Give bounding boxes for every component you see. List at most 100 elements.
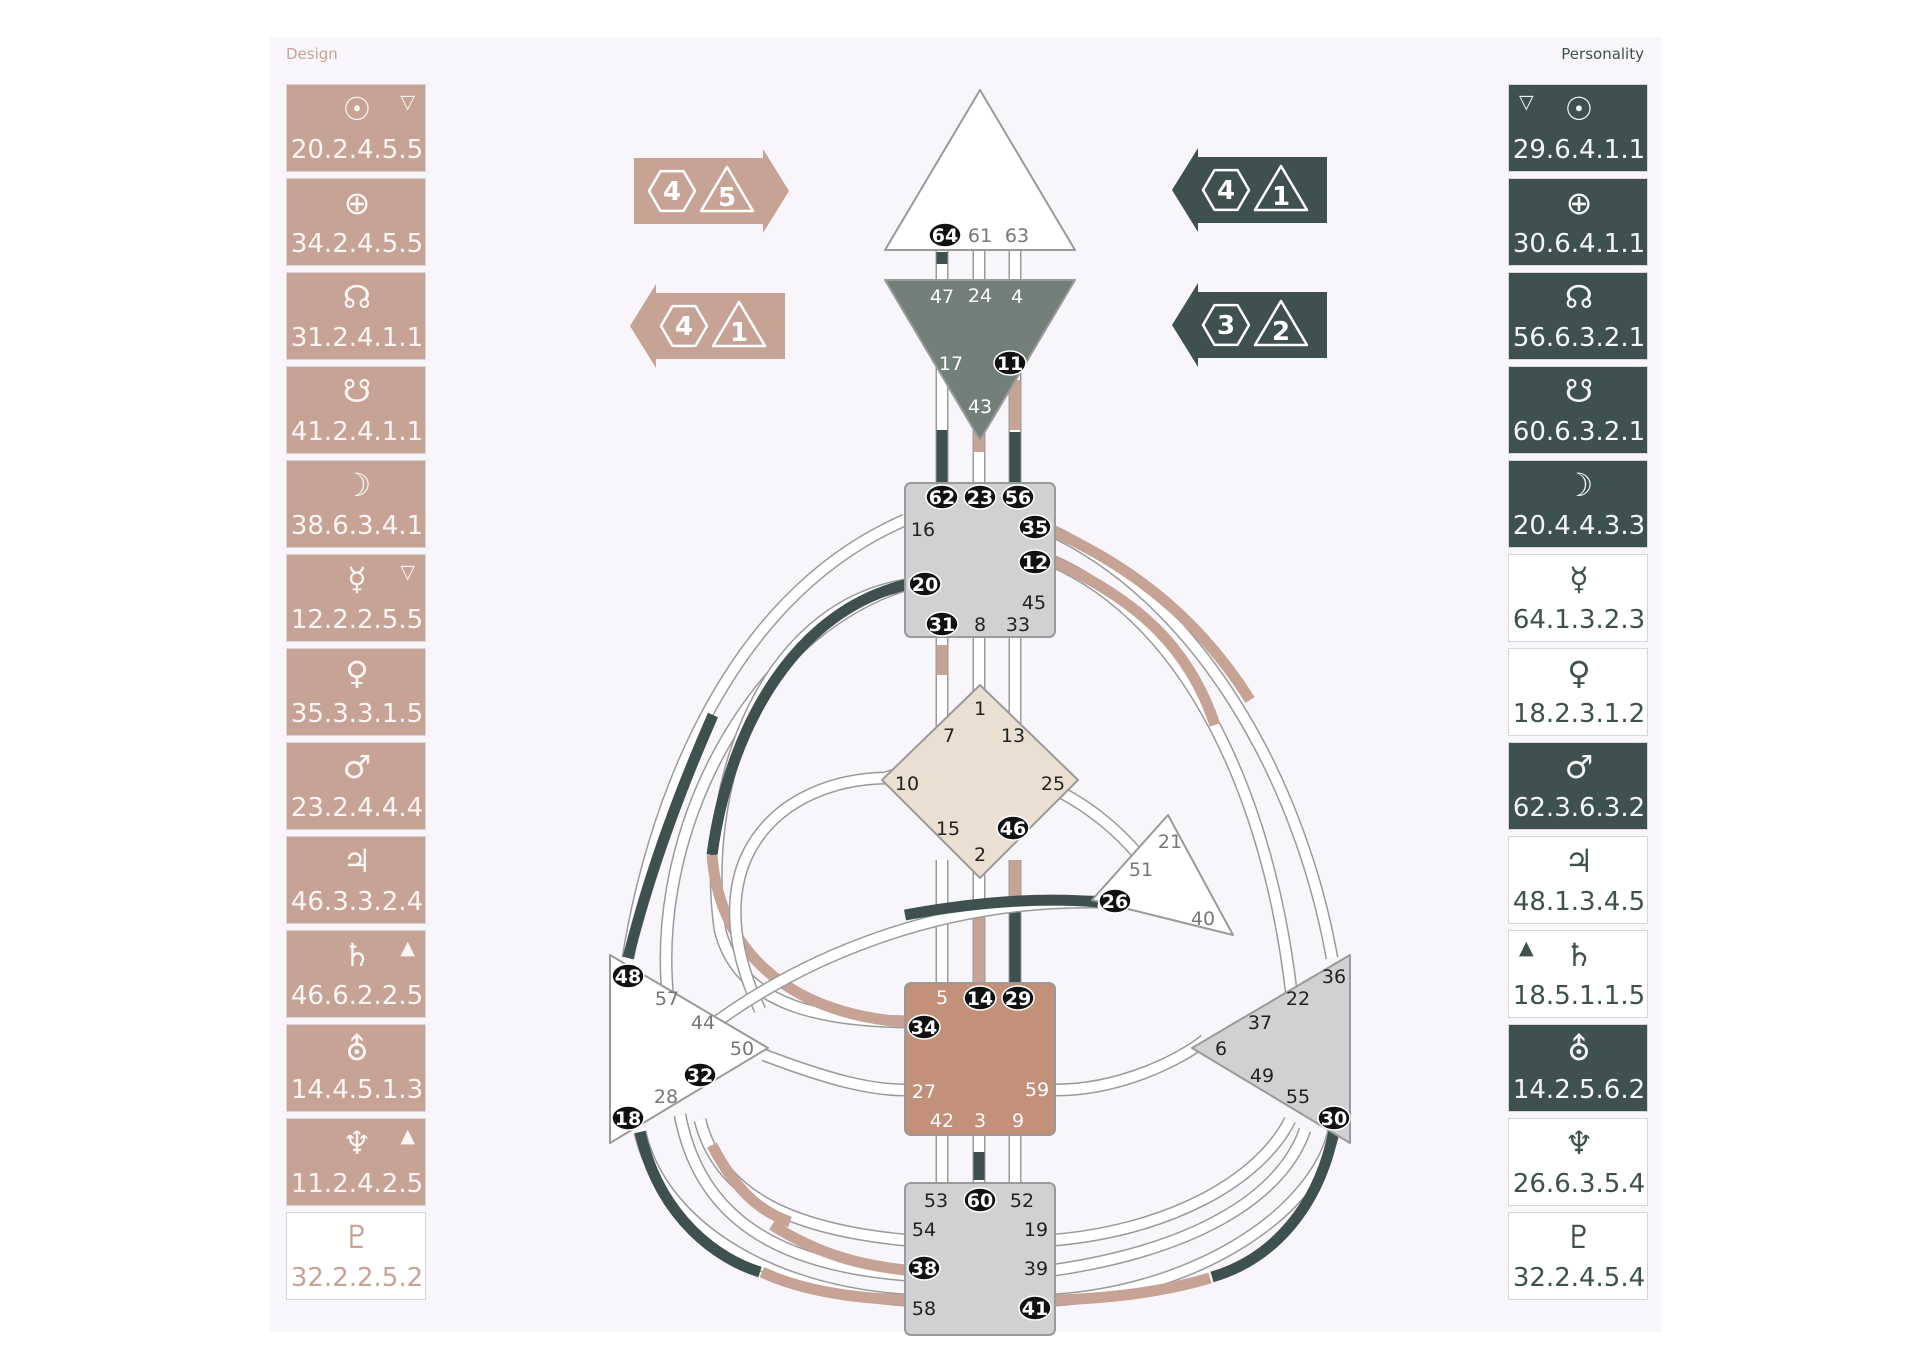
gate-50[interactable]: 50 [730, 1038, 754, 1060]
gate-49[interactable]: 49 [1250, 1065, 1274, 1087]
gate-11[interactable]: 11 [993, 350, 1027, 376]
gate-28[interactable]: 28 [654, 1086, 678, 1108]
gate-10[interactable]: 10 [895, 773, 919, 795]
personality-planet-pluto[interactable]: ♇32.2.4.5.4 [1508, 1212, 1648, 1300]
personality-planet-jupiter[interactable]: ♃48.1.3.4.5 [1508, 836, 1648, 924]
design-planet-earth[interactable]: ⊕34.2.4.5.5 [286, 178, 426, 266]
gate-2[interactable]: 2 [974, 844, 986, 866]
gate-18[interactable]: 18 [611, 1105, 645, 1131]
gate-33[interactable]: 33 [1006, 614, 1030, 636]
gate-14[interactable]: 14 [963, 985, 997, 1011]
gate-42[interactable]: 42 [930, 1110, 954, 1132]
gate-37[interactable]: 37 [1248, 1012, 1272, 1034]
personality-planet-venus[interactable]: ♀18.2.3.1.2 [1508, 648, 1648, 736]
gate-54[interactable]: 54 [912, 1219, 936, 1241]
gate-17[interactable]: 17 [939, 353, 963, 375]
gate-34[interactable]: 34 [907, 1014, 941, 1040]
gate-19[interactable]: 19 [1024, 1219, 1048, 1241]
gate-27[interactable]: 27 [912, 1081, 936, 1103]
gate-24[interactable]: 24 [968, 285, 992, 307]
gate-35-marker [1018, 514, 1052, 540]
gate-58[interactable]: 58 [912, 1298, 936, 1320]
gate-3[interactable]: 3 [974, 1110, 986, 1132]
gate-21[interactable]: 21 [1158, 831, 1182, 853]
gate-31[interactable]: 31 [925, 611, 959, 637]
gate-41[interactable]: 41 [1018, 1295, 1052, 1321]
gate-45[interactable]: 45 [1022, 592, 1046, 614]
gate-36[interactable]: 36 [1322, 966, 1346, 988]
design-planet-saturn[interactable]: ♄46.6.2.2.5▲ [286, 930, 426, 1018]
gate-64[interactable]: 64 [928, 222, 962, 248]
gate-7[interactable]: 7 [943, 725, 955, 747]
gate-40[interactable]: 40 [1191, 908, 1215, 930]
personality-planet-earth[interactable]: ⊕30.6.4.1.1 [1508, 178, 1648, 266]
gate-49-label: 49 [1250, 1065, 1274, 1087]
gate-8[interactable]: 8 [974, 614, 986, 636]
personality-planet-uranus[interactable]: ⛢14.2.5.6.2 [1508, 1024, 1648, 1112]
gate-62[interactable]: 62 [925, 484, 959, 510]
gate-39[interactable]: 39 [1024, 1258, 1048, 1280]
gate-15[interactable]: 15 [936, 818, 960, 840]
gate-56[interactable]: 56 [1001, 484, 1035, 510]
personality-planet-moon[interactable]: ☽20.4.4.3.3 [1508, 460, 1648, 548]
design-planet-uranus[interactable]: ⛢14.4.5.1.3 [286, 1024, 426, 1112]
personality-planet-south-node[interactable]: ☋60.6.3.2.1 [1508, 366, 1648, 454]
gate-22[interactable]: 22 [1286, 988, 1310, 1010]
gate-48-label: 48 [615, 966, 641, 988]
gate-53[interactable]: 53 [924, 1190, 948, 1212]
south-node-icon: ☋ [1564, 372, 1594, 410]
gate-12[interactable]: 12 [1018, 549, 1052, 575]
design-planet-north-node[interactable]: ☊31.2.4.1.1 [286, 272, 426, 360]
gate-32[interactable]: 32 [683, 1062, 717, 1088]
gate-20[interactable]: 20 [908, 571, 942, 597]
gate-47[interactable]: 47 [930, 286, 954, 308]
personality-planet-mercury[interactable]: ☿64.1.3.2.3 [1508, 554, 1648, 642]
personality-planet-mars[interactable]: ♂62.3.6.3.2 [1508, 742, 1648, 830]
personality-planet-neptune[interactable]: ♆26.6.3.5.4 [1508, 1118, 1648, 1206]
gate-29[interactable]: 29 [1001, 985, 1035, 1011]
personality-planet-saturn[interactable]: ♄18.5.1.1.5▲ [1508, 930, 1648, 1018]
gate-38[interactable]: 38 [907, 1255, 941, 1281]
design-planet-moon[interactable]: ☽38.6.3.4.1 [286, 460, 426, 548]
gate-59[interactable]: 59 [1025, 1079, 1049, 1101]
gate-48[interactable]: 48 [611, 963, 645, 989]
personality-planet-sun[interactable]: ☉29.6.4.1.1▽ [1508, 84, 1648, 172]
planet-activation: 32.2.4.5.4 [1512, 1263, 1646, 1293]
gate-55[interactable]: 55 [1286, 1086, 1310, 1108]
design-planet-jupiter[interactable]: ♃46.3.3.2.4 [286, 836, 426, 924]
gate-25[interactable]: 25 [1041, 773, 1065, 795]
design-planet-pluto[interactable]: ♇32.2.2.5.2 [286, 1212, 426, 1300]
gate-16[interactable]: 16 [911, 519, 935, 541]
gate-30[interactable]: 30 [1317, 1105, 1351, 1131]
gate-57[interactable]: 57 [655, 988, 679, 1010]
gate-51[interactable]: 51 [1129, 859, 1153, 881]
design-planet-sun[interactable]: ☉20.2.4.5.5▽ [286, 84, 426, 172]
design-planet-mercury[interactable]: ☿12.2.2.5.5▽ [286, 554, 426, 642]
gate-61[interactable]: 61 [968, 225, 992, 247]
personality-planet-north-node[interactable]: ☊56.6.3.2.1 [1508, 272, 1648, 360]
channel-19-49-outline [1054, 1116, 1296, 1247]
gate-9[interactable]: 9 [1012, 1110, 1024, 1132]
gate-4[interactable]: 4 [1011, 286, 1023, 308]
design-planet-south-node[interactable]: ☋41.2.4.1.1 [286, 366, 426, 454]
gate-6[interactable]: 6 [1215, 1038, 1227, 1060]
gate-35[interactable]: 35 [1018, 514, 1052, 540]
gate-13[interactable]: 13 [1001, 725, 1025, 747]
design-planet-venus[interactable]: ♀35.3.3.1.5 [286, 648, 426, 736]
gate-44[interactable]: 44 [691, 1012, 715, 1034]
gate-46[interactable]: 46 [996, 815, 1030, 841]
gate-52[interactable]: 52 [1010, 1190, 1034, 1212]
gate-1[interactable]: 1 [974, 698, 986, 720]
gate-63[interactable]: 63 [1005, 225, 1029, 247]
gate-26[interactable]: 26 [1098, 888, 1132, 914]
design-planet-mars[interactable]: ♂23.2.4.4.4 [286, 742, 426, 830]
gate-23[interactable]: 23 [963, 484, 997, 510]
gate-43[interactable]: 43 [968, 396, 992, 418]
gate-5[interactable]: 5 [936, 987, 948, 1009]
gate-60[interactable]: 60 [963, 1187, 997, 1213]
design-planet-neptune[interactable]: ♆11.2.4.2.5▲ [286, 1118, 426, 1206]
